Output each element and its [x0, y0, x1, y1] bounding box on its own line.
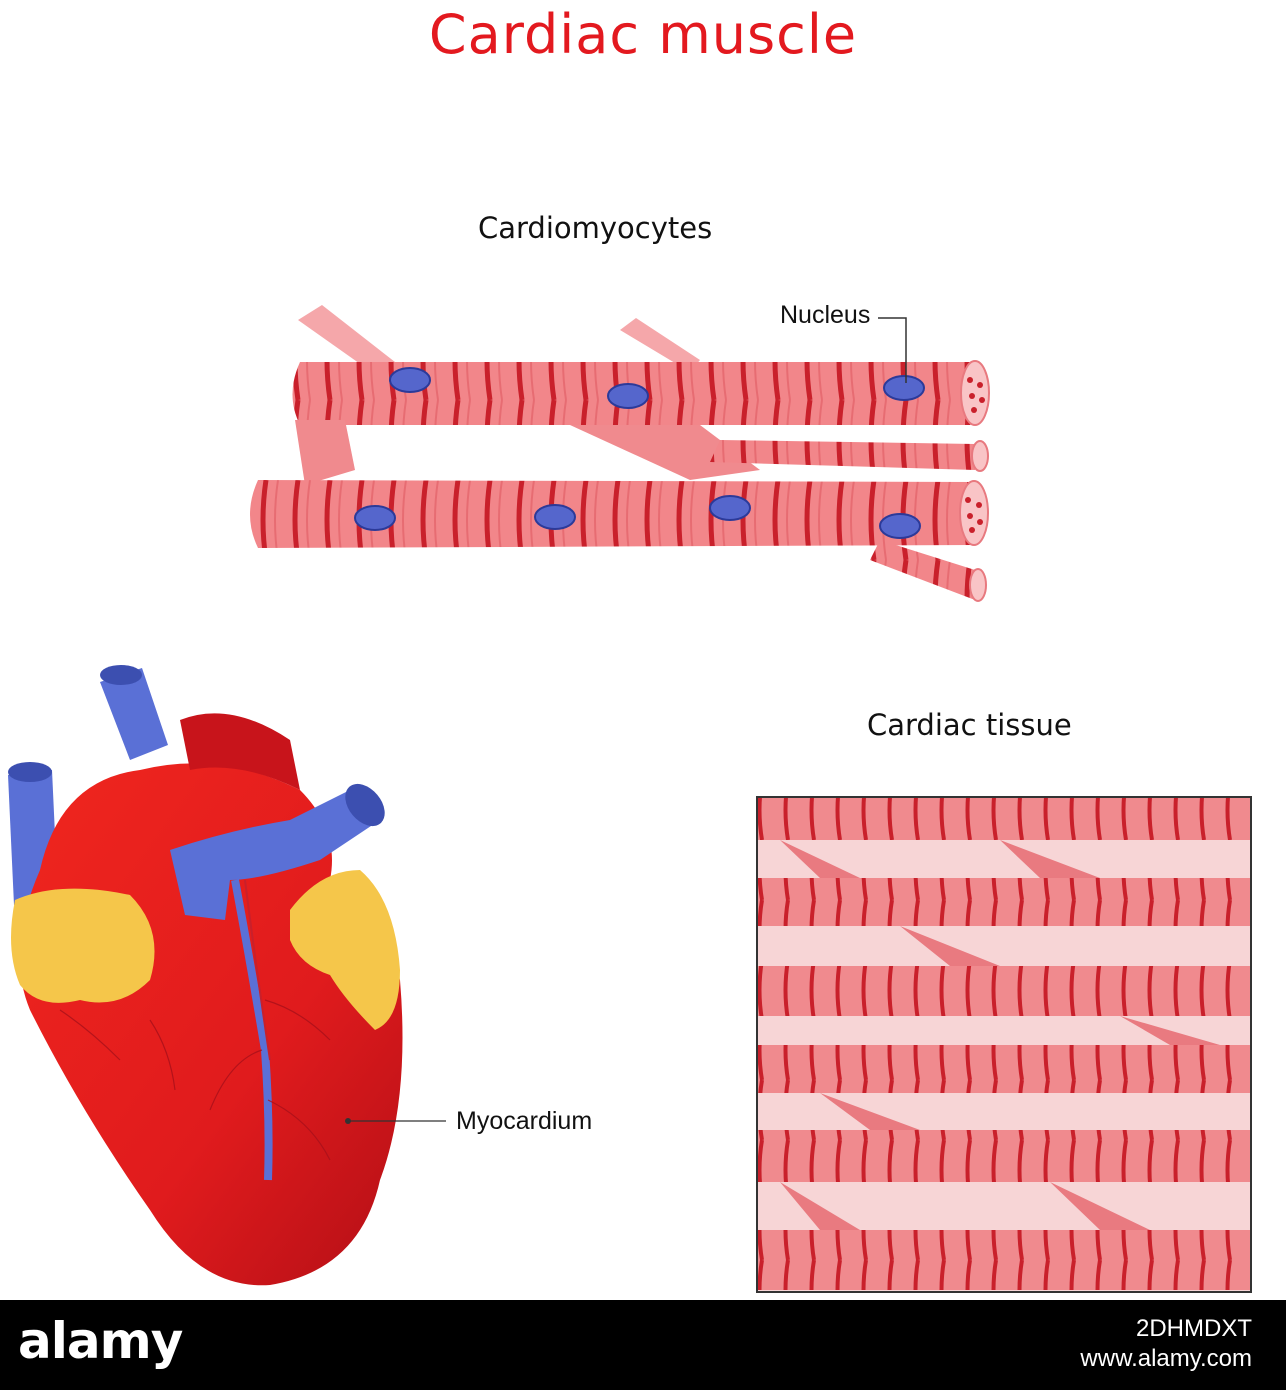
nucleus-2: [607, 383, 649, 409]
heart-illustration: [8, 665, 446, 1286]
footer-image-id: 2DHMDXT: [1135, 1315, 1252, 1342]
nuclei: [354, 367, 925, 539]
nucleus-1: [389, 367, 431, 393]
nucleus-leader-line: [878, 317, 907, 383]
nucleus-5: [534, 504, 576, 530]
footer-url: www.alamy.com: [1080, 1345, 1252, 1372]
cardiac-tissue-illustration: [756, 796, 1252, 1293]
footer-meta: 2DHMDXT www.alamy.com: [1080, 1314, 1252, 1374]
footer-bar: alamy 2DHMDXT www.alamy.com: [0, 1300, 1286, 1390]
diagram-artwork: [8, 305, 1252, 1293]
nucleus-6: [709, 495, 751, 521]
page-title: Cardiac muscle: [428, 3, 858, 66]
myocardium-label: Myocardium: [456, 1107, 593, 1135]
nucleus-4: [354, 505, 396, 531]
nucleus-7: [879, 513, 921, 539]
cardiomyocytes-heading: Cardiomyocytes: [478, 211, 713, 245]
nucleus-label: Nucleus: [780, 301, 871, 329]
cardiac-tissue-heading: Cardiac tissue: [867, 708, 1072, 742]
cardiomyocytes-illustration: [250, 305, 990, 602]
footer-logo: alamy: [18, 1312, 183, 1370]
nucleus-3: [883, 375, 925, 401]
